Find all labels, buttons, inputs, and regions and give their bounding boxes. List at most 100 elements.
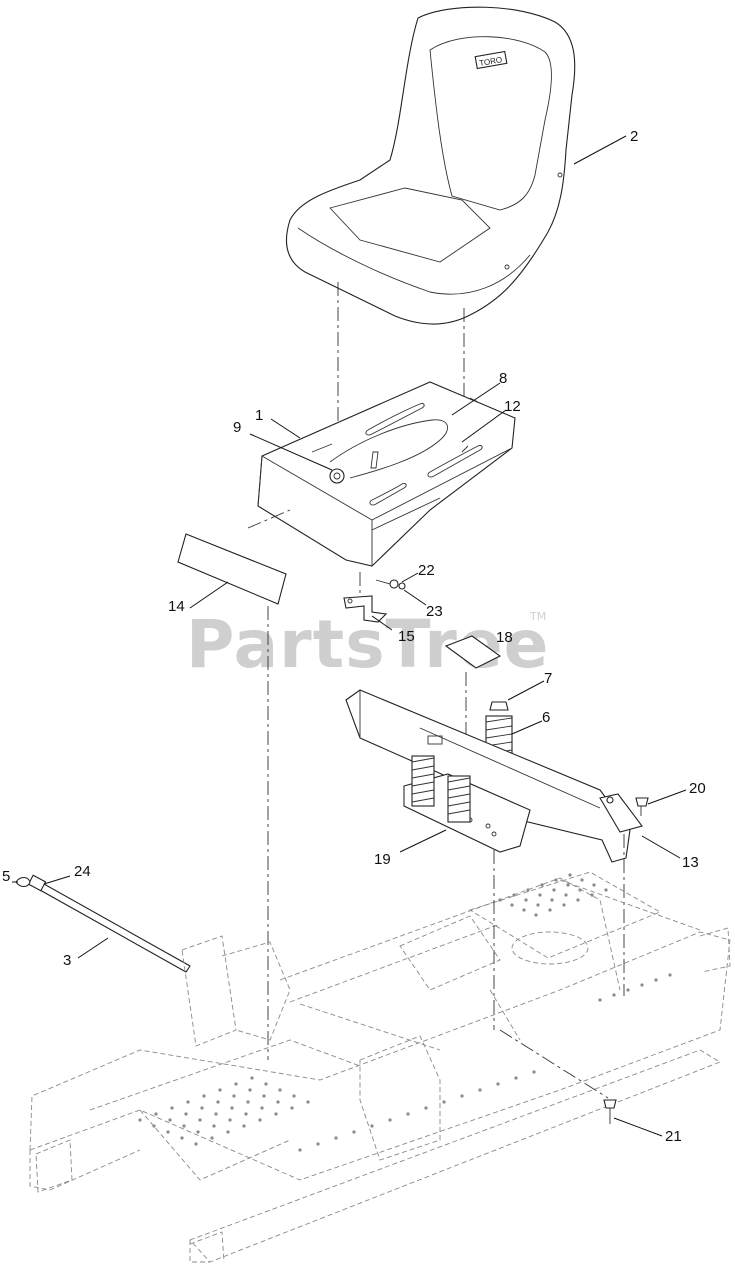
callout-15: 15 bbox=[398, 628, 415, 645]
frame-hole bbox=[166, 1130, 170, 1134]
frame-hole bbox=[244, 1112, 248, 1116]
frame-hole bbox=[168, 1118, 172, 1122]
hinge-bracket[interactable] bbox=[599, 793, 643, 833]
frame-hole bbox=[292, 1094, 296, 1098]
callout-13: 13 bbox=[682, 854, 699, 871]
frame-hole bbox=[228, 1118, 232, 1122]
watermark-trademark: TM bbox=[529, 610, 546, 623]
frame-hole bbox=[554, 878, 558, 882]
frame-hole bbox=[592, 883, 596, 887]
frame-hole bbox=[182, 1124, 186, 1128]
leader-lines bbox=[12, 135, 687, 1137]
washer-and-nut[interactable] bbox=[389, 579, 406, 590]
frame-hole bbox=[262, 1094, 266, 1098]
frame-hole bbox=[260, 1106, 264, 1110]
frame-hole bbox=[498, 898, 502, 902]
frame-hole bbox=[202, 1094, 206, 1098]
frame-hole bbox=[316, 1142, 320, 1146]
screw-21[interactable] bbox=[603, 1099, 617, 1124]
seat-logo-text: TORO bbox=[479, 55, 503, 68]
callout-19: 19 bbox=[374, 851, 391, 868]
frame-holes bbox=[138, 873, 672, 1152]
frame-hole bbox=[154, 1112, 158, 1116]
clip-5[interactable] bbox=[15, 876, 31, 888]
callout-20: 20 bbox=[689, 780, 706, 797]
frame-hole bbox=[180, 1136, 184, 1140]
frame-hole bbox=[668, 973, 672, 977]
frame-hole bbox=[552, 888, 556, 892]
frame-hole bbox=[250, 1076, 254, 1080]
callout-22: 22 bbox=[418, 562, 435, 579]
callout-2: 2 bbox=[630, 128, 638, 145]
frame-hole bbox=[590, 893, 594, 897]
frame-hole bbox=[424, 1106, 428, 1110]
frame-hole bbox=[248, 1088, 252, 1092]
callout-7: 7 bbox=[544, 670, 552, 687]
frame-hole bbox=[334, 1136, 338, 1140]
frame-hole bbox=[532, 1070, 536, 1074]
frame-hole bbox=[512, 893, 516, 897]
frame-hole bbox=[278, 1088, 282, 1092]
frame-hole bbox=[578, 888, 582, 892]
decal-small[interactable] bbox=[444, 635, 502, 669]
frame-hole bbox=[478, 1088, 482, 1092]
callout-21: 21 bbox=[665, 1128, 682, 1145]
frame-hole bbox=[496, 1082, 500, 1086]
nut[interactable] bbox=[489, 701, 509, 711]
frame-hole bbox=[538, 893, 542, 897]
frame-hole bbox=[406, 1112, 410, 1116]
spring-middle[interactable] bbox=[447, 775, 471, 823]
callout-24: 24 bbox=[74, 863, 91, 880]
frame-hole bbox=[562, 903, 566, 907]
tractor-frame bbox=[29, 871, 731, 1263]
frame-hole bbox=[612, 993, 616, 997]
frame-hole bbox=[598, 998, 602, 1002]
frame-hole bbox=[246, 1100, 250, 1104]
frame-hole bbox=[242, 1124, 246, 1128]
callout-6: 6 bbox=[542, 709, 550, 726]
spring-left[interactable] bbox=[411, 755, 435, 807]
frame-hole bbox=[258, 1118, 262, 1122]
callout-9: 9 bbox=[233, 419, 241, 436]
callout-5: 5 bbox=[2, 868, 10, 885]
seat[interactable]: TORO bbox=[286, 6, 576, 325]
frame-hole bbox=[306, 1100, 310, 1104]
seat-logo-plate bbox=[474, 50, 508, 70]
decal[interactable] bbox=[177, 533, 287, 605]
frame-hole bbox=[370, 1124, 374, 1128]
frame-hole bbox=[234, 1082, 238, 1086]
frame-hole bbox=[264, 1082, 268, 1086]
frame-hole bbox=[232, 1094, 236, 1098]
frame-hole bbox=[514, 1076, 518, 1080]
frame-hole bbox=[230, 1106, 234, 1110]
seat-switch-bracket[interactable] bbox=[343, 595, 388, 623]
frame-hole bbox=[524, 898, 528, 902]
frame-hole bbox=[640, 983, 644, 987]
callout-1: 1 bbox=[255, 407, 263, 424]
callout-18: 18 bbox=[496, 629, 513, 646]
frame-hole bbox=[226, 1130, 230, 1134]
callout-3: 3 bbox=[63, 952, 71, 969]
frame-hole bbox=[536, 903, 540, 907]
frame-hole bbox=[352, 1130, 356, 1134]
frame-hole bbox=[654, 978, 658, 982]
frame-hole bbox=[388, 1118, 392, 1122]
bushing-24[interactable] bbox=[27, 874, 47, 892]
callout-23: 23 bbox=[426, 603, 443, 620]
frame-hole bbox=[576, 898, 580, 902]
frame-hole bbox=[534, 913, 538, 917]
frame-hole bbox=[522, 908, 526, 912]
frame-hole bbox=[212, 1124, 216, 1128]
frame-hole bbox=[460, 1094, 464, 1098]
frame-hole bbox=[186, 1100, 190, 1104]
frame-hole bbox=[550, 898, 554, 902]
frame-hole bbox=[290, 1106, 294, 1110]
frame-hole bbox=[564, 893, 568, 897]
frame-hole bbox=[184, 1112, 188, 1116]
frame-hole bbox=[566, 883, 570, 887]
seat-pan[interactable] bbox=[257, 381, 516, 567]
bolt-20[interactable] bbox=[635, 797, 649, 816]
frame-hole bbox=[194, 1142, 198, 1146]
frame-hole bbox=[580, 878, 584, 882]
